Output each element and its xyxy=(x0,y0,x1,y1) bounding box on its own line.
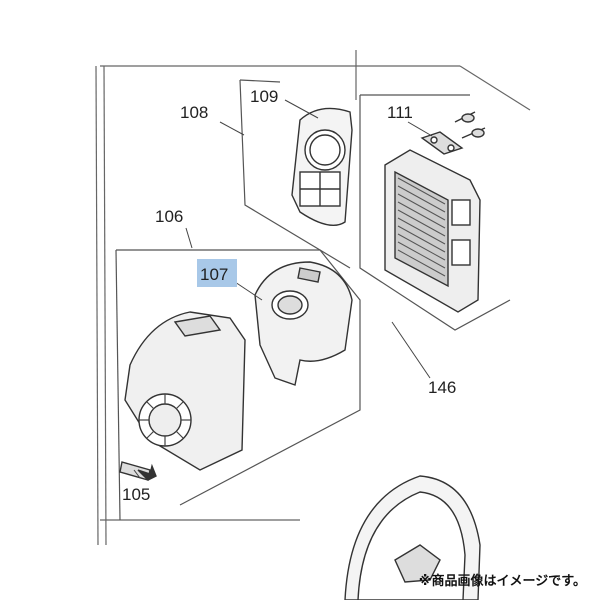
callout-105: 105 xyxy=(122,485,150,504)
callout-111: 111 xyxy=(387,103,413,122)
part-109-cover xyxy=(291,107,353,226)
part-106-housing xyxy=(124,311,246,471)
callout-109: 109 xyxy=(250,87,278,106)
frame-108 xyxy=(239,79,351,269)
part-air-filter xyxy=(384,149,481,313)
callout-106: 106 xyxy=(155,207,183,226)
callout-107: 107 xyxy=(200,265,228,284)
image-caption: ※商品画像はイメージです。 xyxy=(418,574,586,589)
highlight-107 xyxy=(197,259,237,287)
frame-146 xyxy=(359,94,511,331)
part-107-cover xyxy=(254,261,353,386)
part-105-clip xyxy=(119,461,157,481)
callout-146: 146 xyxy=(428,378,456,397)
assembly-frame xyxy=(95,50,531,546)
part-111-screws xyxy=(420,111,486,155)
leader-lines xyxy=(133,99,433,479)
part-pulley xyxy=(344,475,481,600)
frame-106 xyxy=(115,249,361,521)
callout-108: 108 xyxy=(180,103,208,122)
